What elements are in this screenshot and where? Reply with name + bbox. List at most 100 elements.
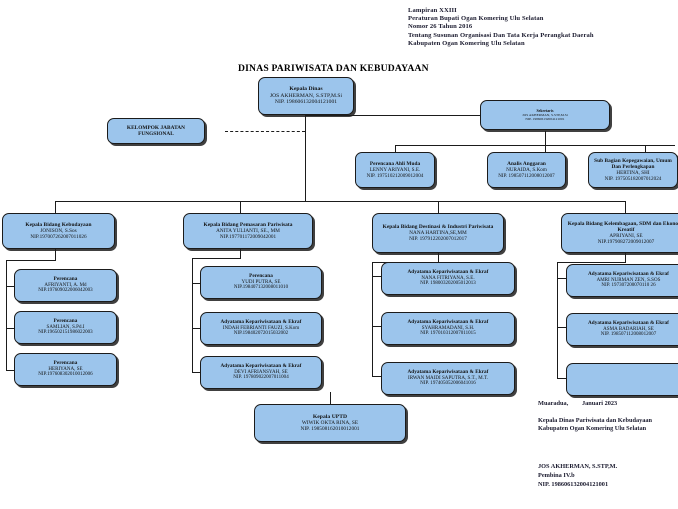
node-name: SAMLIAN, S.Pd.I: [46, 324, 85, 330]
node-nip: NIP. 198606132004121001: [525, 117, 565, 122]
node-sekretaris[interactable]: Sekretaris JOS AKHERMAN, S.STP,M.Si NIP.…: [480, 100, 610, 130]
node-nip: NIP. 197510212009012004: [366, 172, 424, 179]
node-kelompok-jabatan-fungsional[interactable]: KELOMPOK JABATAN FUNGSIONAL: [107, 118, 205, 144]
node-title: Adyatama Kepariwisataan & Ekraf: [220, 318, 302, 325]
node-name: IRWAN MAIDI SAPUTRA, S.T., M.T.: [408, 375, 488, 381]
node-sub-bagian-kepegawaian[interactable]: Sub Bagian Kepegawaian, Umum Dan Perleng…: [588, 152, 678, 188]
node-kepala-bidang-pemasaran-pariwisata[interactable]: Kepala Bidang Pemasaran Pariwisata ANITA…: [183, 213, 313, 249]
node-name: JOS AKHERMAN, S.STP,M.Si: [522, 113, 568, 118]
connector-c1-b1: [6, 286, 14, 287]
connector-c1-rail: [6, 260, 7, 370]
connector-c3-down: [438, 252, 439, 262]
connector-sek-child-3: [645, 145, 646, 153]
node-name: HERIYANA, SE: [48, 366, 83, 372]
connector-c2-rail: [192, 258, 193, 372]
node-title: Kepala UPTD: [312, 413, 348, 420]
node-name: AFRIYANTI, A. Md: [44, 282, 87, 288]
node-title: Adyatama Kepariwisataan & Ekraf: [407, 318, 489, 325]
legal-line-2: Peraturan Bupati Ogan Komering Ulu Selat…: [408, 15, 544, 23]
connector-bidang-2: [240, 201, 241, 213]
legal-line-3: Nomor 26 Tahun 2016: [408, 23, 473, 31]
connector-c2-down: [240, 248, 241, 258]
signer-nip: NIP. 198606132004121001: [538, 481, 609, 489]
connector-kd-to-sekretaris: [305, 115, 545, 116]
signature-place-date: Muaradua,Januari 2023: [538, 400, 617, 407]
node-title: Adyatama Kepariwisataan & Ekraf: [407, 268, 489, 275]
node-name: LENNY ARIYANI, S.E.: [369, 166, 421, 173]
node-c2-child-1[interactable]: Perencana YUDI PUTRA, SE NIP.19840713200…: [200, 266, 322, 299]
node-c1-child-2[interactable]: Perencana SAMLIAN, S.Pd.I NIP.1965021519…: [14, 311, 117, 344]
node-c1-child-3[interactable]: Perencana HERIYANA, SE NIP.1976083020100…: [14, 353, 117, 386]
node-title: Perencana Ahli Muda: [369, 161, 421, 167]
connector-c3-b2: [372, 326, 381, 327]
node-kepala-uptd[interactable]: Kepala UPTD WIWIK OKTA RINA, SE NIP. 198…: [254, 404, 406, 442]
node-name: SYAHRAMADANI, S.H.: [421, 325, 475, 331]
node-name: JOS AKHERMAN, S.STP,M.Si: [269, 92, 343, 99]
signature-signer: JOS AKHERMAN, S.STP,M. Pembina IV.b NIP.…: [538, 462, 617, 490]
connector-c1-down: [55, 248, 56, 260]
node-name: JONISON, S.Sos: [40, 227, 77, 234]
connector-c4-b3: [557, 378, 566, 379]
connector-sek-bus: [395, 145, 675, 146]
connector-sek-down: [545, 131, 546, 145]
node-title: Adyatama Kepariwisataan & Ekraf: [220, 362, 302, 369]
node-analis-anggaran[interactable]: Analis Anggaran NURAIDA, S.Kom NIP. 1985…: [487, 152, 566, 188]
node-title: Adyatama Kepariwisataan & Ekraf: [407, 368, 489, 375]
legal-line-5: Kabupaten Ogan Komering Ulu Selatan: [408, 39, 525, 47]
connector-c1-b2: [6, 328, 14, 329]
node-title: Kepala Bidang Kebudayaan: [25, 221, 92, 228]
node-name: DEVI AFRIANSYAH, SE: [234, 369, 288, 375]
node-title: Kepala Bidang Kelembagaan, SDM dan Ekono…: [567, 220, 678, 233]
node-c2-child-2[interactable]: Adyatama Kepariwisataan & Ekraf INDAH FE…: [200, 312, 322, 345]
node-kepala-bidang-kebudayaan[interactable]: Kepala Bidang Kebudayaan JONISON, S.Sos …: [2, 213, 115, 249]
connector-c4-b1: [557, 278, 566, 279]
signature-org-line-1: Kepala Dinas Pariwisata dan Kebudayaan: [538, 417, 653, 424]
signer-name: JOS AKHERMAN, S.STP,M.: [538, 463, 618, 470]
node-title: Sekretaris: [536, 108, 554, 113]
node-perencana-ahli-muda[interactable]: Perencana Ahli Muda LENNY ARIYANI, S.E. …: [355, 152, 435, 188]
connector-c3-rail: [372, 262, 373, 376]
connector-c3-b1: [372, 276, 381, 277]
node-nip: NIP.196502151986022003: [38, 330, 93, 336]
legal-line-4: Tentang Susunan Organisasi Dan Tata Kerj…: [408, 31, 594, 39]
connector-c2-b3: [192, 372, 200, 373]
node-kepala-bidang-destinasi-industri[interactable]: Kepala Bidang Destinasi & Industri Pariw…: [372, 213, 504, 253]
node-nip: NIP.197908272009012007: [597, 239, 655, 246]
node-name: NANA HARTINA,SE,MM: [409, 229, 467, 236]
connector-uptd: [330, 392, 331, 404]
node-c4-child-1[interactable]: Adyatama Kepariwisataan & Ekraf AMRI NUR…: [566, 264, 678, 297]
node-nip: NIP.198407132008011010: [233, 285, 289, 291]
node-title: Sub Bagian Kepegawaian, Umum Dan Perleng…: [594, 158, 672, 170]
node-nip: NIP. 198606132004121001: [274, 99, 338, 106]
node-c4-child-3[interactable]: [566, 363, 678, 396]
node-c3-child-2[interactable]: Adyatama Kepariwisataan & Ekraf SYAHRAMA…: [381, 312, 515, 345]
node-name: NANA FITRIYANA, S.E.: [421, 275, 475, 281]
node-nip: NIP.197701172009042001: [219, 234, 277, 241]
connector-c2-b1: [192, 283, 200, 284]
node-c1-child-1[interactable]: Perencana AFRIYANTI, A. Md NIP.197609022…: [14, 269, 117, 302]
connector-c2-b2: [192, 328, 200, 329]
node-name: NURAIDA, S.Kom: [506, 166, 547, 173]
node-title: Perencana: [249, 272, 273, 279]
node-name: ANITA YULIANTI, SE., MM: [216, 227, 280, 234]
node-title: Perencana: [53, 359, 78, 366]
legal-header: Lampiran XXIII Peraturan Bupati Ogan Kom…: [408, 7, 594, 48]
node-c2-child-3[interactable]: Adyatama Kepariwisataan & Ekraf DEVI AFR…: [200, 356, 322, 389]
node-name: AMRI NURMAN ZEN, S.SOS: [596, 277, 661, 283]
node-nip: NIP.198402072015032002: [233, 331, 289, 337]
node-title: Perencana: [53, 317, 78, 324]
node-nip: NIP.197608302010012006: [38, 372, 93, 378]
page-title: DINAS PARIWISATA DAN KEBUDAYAAN: [238, 63, 429, 74]
node-kepala-dinas[interactable]: Kepala Dinas JOS AKHERMAN, S.STP,M.Si NI…: [258, 77, 354, 115]
connector-sek-child-1: [395, 145, 396, 153]
node-c4-child-2[interactable]: Adyatama Kepariwisataan & Ekraf ASMA BAD…: [566, 313, 678, 346]
node-c3-child-1[interactable]: Adyatama Kepariwisataan & Ekraf NANA FIT…: [381, 262, 515, 295]
signature-date: Januari 2023: [582, 400, 618, 407]
node-kepala-bidang-kelembagaan[interactable]: Kepala Bidang Kelembagaan, SDM dan Ekono…: [561, 213, 678, 253]
node-title: Adyatama Kepariwisataan & Ekraf: [588, 270, 669, 277]
legal-line-1: Lampiran XXIII: [408, 7, 457, 14]
node-c3-child-3[interactable]: Adyatama Kepariwisataan & Ekraf IRWAN MA…: [381, 362, 515, 395]
connector-bidang-1: [55, 201, 56, 213]
node-nip: NIP. 197912202007012017: [409, 236, 467, 243]
connector-c4-b2: [557, 327, 566, 328]
